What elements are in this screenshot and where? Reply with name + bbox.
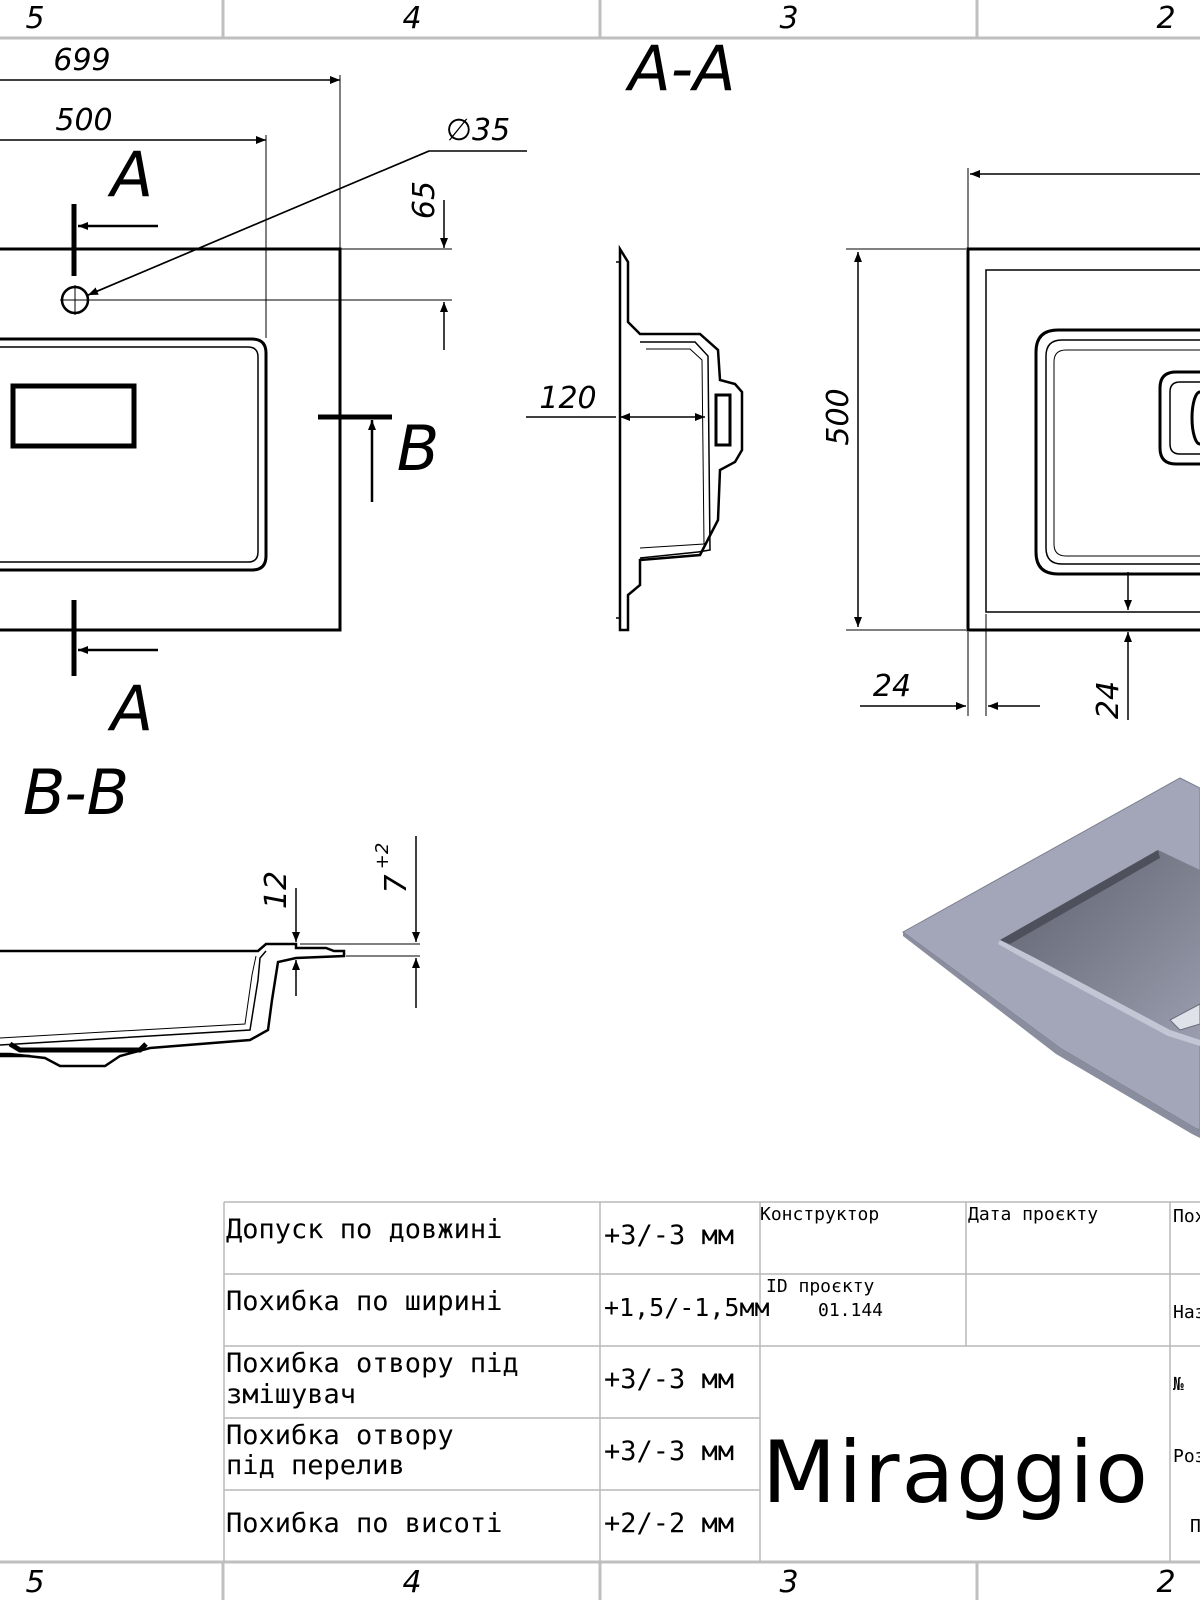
- tolerance-value-4: +3/-3 мм: [604, 1436, 734, 1467]
- tolerance-table-grid: [223, 1201, 1200, 1562]
- svg-text:Похибка отвору: Похибка отвору: [226, 1420, 454, 1451]
- section-aa-title: A-A: [624, 32, 735, 105]
- svg-text:під перелив: під перелив: [226, 1450, 405, 1481]
- section-mark-a-bottom: A: [107, 672, 153, 745]
- title-block-right-2: Наз: [1173, 1302, 1200, 1323]
- title-block-right-1: Пох: [1173, 1206, 1200, 1227]
- dim-rim-left: 24: [873, 669, 911, 704]
- tolerance-value-1: +3/-3 мм: [604, 1220, 734, 1251]
- tolerance-label-3: Похибка отвору під змішувач: [226, 1348, 519, 1410]
- zone-label-bottom-5: 5: [25, 1565, 44, 1600]
- brand-logo: Miraggio: [762, 1423, 1150, 1523]
- dim-overall-depth: 500: [821, 388, 856, 445]
- svg-text:змішувач: змішувач: [226, 1379, 356, 1410]
- tolerance-label-2: Похибка по ширині: [226, 1286, 502, 1317]
- tolerance-label-5: Похибка по висоті: [226, 1508, 502, 1539]
- zone-label-bottom-4: 4: [402, 1565, 421, 1600]
- section-aa-profile: [616, 244, 744, 632]
- dim-recess-depth: 7: [379, 874, 414, 893]
- zone-label-top-2: 2: [1156, 1, 1175, 36]
- dim-rim-thickness: 12: [259, 871, 294, 909]
- title-block-right-3: №: [1173, 1374, 1184, 1395]
- dim-bowl-width: 500: [55, 103, 112, 138]
- project-date-label: Дата проєкту: [968, 1204, 1098, 1225]
- dim-recess-tolerance: +2: [372, 843, 393, 870]
- designer-label: Конструктор: [760, 1204, 879, 1225]
- project-id-label: ID проєкту: [766, 1276, 875, 1297]
- section-bb-profile: [0, 836, 420, 1068]
- project-id-value: 01.144: [818, 1300, 883, 1321]
- dim-depth: 120: [539, 381, 596, 416]
- svg-text:Похибка отвору під: Похибка отвору під: [226, 1348, 519, 1379]
- section-mark-b: B: [397, 412, 440, 485]
- tolerance-value-3: +3/-3 мм: [604, 1364, 734, 1395]
- right-top-view: [846, 168, 1200, 720]
- sink-3d-render: [902, 777, 1200, 1138]
- zone-label-top-3: 3: [779, 1, 798, 36]
- zone-labels: 5 4 3 2 5 4 3 2: [25, 1, 1175, 1600]
- tolerance-value-2: +1,5/-1,5мм: [604, 1293, 770, 1322]
- dim-overall-width: 699: [53, 43, 110, 78]
- dim-rim-front: 24: [1091, 681, 1126, 719]
- tolerance-label-4: Похибка отвору під перелив: [226, 1420, 454, 1481]
- tolerance-value-5: +2/-2 мм: [604, 1508, 734, 1539]
- tolerance-label-1: Допуск по довжині: [226, 1214, 502, 1245]
- zone-label-bottom-3: 3: [779, 1565, 798, 1600]
- section-mark-a-top: A: [107, 138, 153, 211]
- zone-label-top-5: 5: [25, 1, 44, 36]
- section-bb-title: B-B: [23, 756, 129, 829]
- zone-label-top-4: 4: [402, 1, 421, 36]
- dim-hole-diameter: ∅35: [446, 113, 510, 148]
- top-view: [0, 75, 527, 676]
- title-block-right-4: Роз: [1173, 1446, 1200, 1467]
- zone-label-bottom-2: 2: [1156, 1565, 1175, 1600]
- dim-hole-offset: 65: [407, 181, 442, 219]
- title-block-right-5: П: [1190, 1516, 1200, 1537]
